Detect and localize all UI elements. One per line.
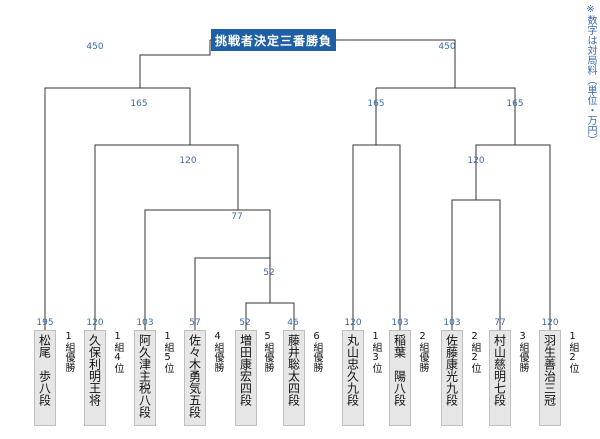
player-fee: 46	[287, 318, 299, 328]
fee-label-r3-right: 120	[467, 156, 485, 166]
player-fee: 52	[239, 318, 251, 328]
fee-label-r4-right-a: 165	[367, 99, 385, 109]
player-qualification: 1組4位	[112, 331, 123, 373]
player-box: 佐々木勇気五段	[184, 330, 206, 426]
player-qualification: 1組5位	[162, 331, 173, 373]
player-fee: 77	[494, 318, 506, 328]
player-fee: 103	[443, 318, 461, 328]
fee-label-r4-left: 165	[130, 99, 148, 109]
player-box: 藤井聡太四段	[283, 330, 305, 426]
player-box: 丸山忠久九段	[342, 330, 364, 426]
fee-label-r2-left: 77	[231, 212, 243, 222]
player-box: 村山慈明七段	[489, 330, 511, 426]
fee-note: ※数字は対局料（単位・万円）	[585, 4, 596, 145]
player-box: 久保利明王将	[84, 330, 106, 426]
player-box: 松尾 歩八段	[34, 330, 56, 426]
player-box: 佐藤康光九段	[441, 330, 463, 426]
player-qualification: 6組優勝	[311, 331, 322, 372]
player-fee: 120	[344, 318, 362, 328]
player-qualification: 3組優勝	[517, 331, 528, 372]
player-fee: 103	[136, 318, 154, 328]
player-qualification: 1組2位	[567, 331, 578, 373]
player-qualification: 5組優勝	[262, 331, 273, 372]
player-qualification: 1組優勝	[63, 331, 74, 372]
player-fee: 120	[86, 318, 104, 328]
player-box: 羽生善治三冠	[539, 330, 561, 426]
fee-label-r1-left: 52	[263, 268, 275, 278]
player-fee: 103	[391, 318, 409, 328]
player-fee: 57	[189, 318, 201, 328]
fee-label-final-right: 450	[438, 42, 456, 52]
player-qualification: 1組3位	[370, 331, 381, 373]
player-qualification: 2組優勝	[417, 331, 428, 372]
player-fee: 195	[36, 318, 54, 328]
fee-label-r3-left: 120	[179, 156, 197, 166]
player-box: 稲葉 陽八段	[389, 330, 411, 426]
match-title: 挑戦者決定三番勝負	[211, 29, 336, 51]
fee-label-final-left: 450	[86, 42, 104, 52]
player-qualification: 4組優勝	[212, 331, 223, 372]
fee-label-r4-right-b: 165	[506, 99, 524, 109]
player-box: 阿久津主税八段	[134, 330, 156, 426]
player-fee: 120	[541, 318, 559, 328]
player-box: 増田康宏四段	[235, 330, 257, 426]
player-qualification: 2組2位	[469, 331, 480, 373]
